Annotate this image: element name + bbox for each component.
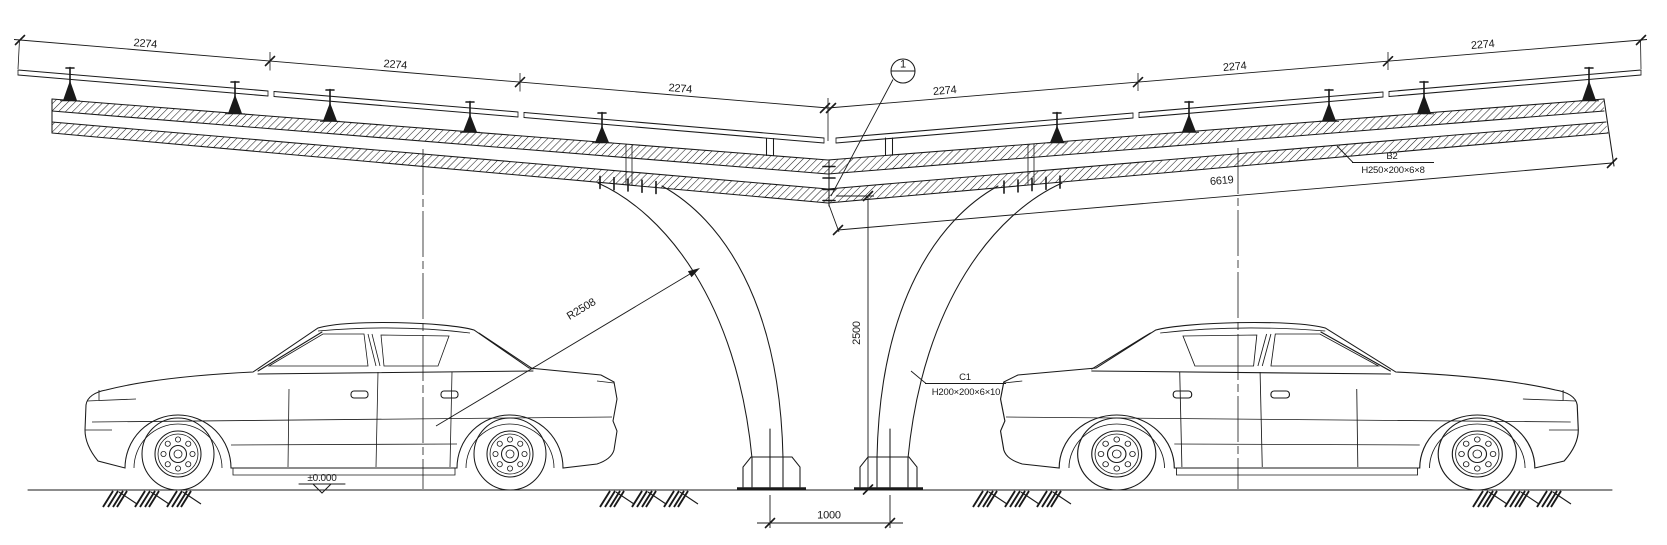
beam-end-face-right bbox=[1603, 98, 1615, 167]
beam-inner-line-a bbox=[51, 110, 1605, 175]
column-arm-left-inner bbox=[661, 185, 784, 488]
dim-r2508: R2508 bbox=[565, 296, 598, 323]
beam-tag: B2 bbox=[1386, 151, 1397, 162]
level-value: ±0.000 bbox=[307, 473, 337, 484]
clear-height-dimension: 2500 bbox=[836, 190, 874, 495]
base-spacing-dimension: 1000 bbox=[757, 495, 903, 529]
dim-2274-2: 2274 bbox=[383, 58, 408, 72]
detail-bubble: 1 bbox=[830, 58, 916, 197]
beam-spec: H250×200×6×8 bbox=[1361, 165, 1424, 176]
anchor-rods bbox=[769, 428, 891, 488]
base-plate-right bbox=[859, 456, 918, 488]
column-tag: C1 bbox=[959, 372, 971, 383]
base-plate-left bbox=[742, 456, 801, 488]
beam-bottom-flange-left bbox=[52, 122, 828, 203]
dim-2500: 2500 bbox=[851, 321, 863, 345]
beam-top-flange-right bbox=[828, 99, 1604, 174]
beam-bottom-edge bbox=[51, 132, 1609, 204]
dim-1000: 1000 bbox=[817, 510, 841, 522]
wing-length-dimension: 6619 bbox=[828, 157, 1618, 236]
dim-2274-6: 2274 bbox=[1470, 38, 1495, 52]
y-column-assembly bbox=[597, 182, 1063, 490]
column-arm-left-outer bbox=[597, 182, 753, 488]
beam-label-b2: B2 H250×200×6×8 bbox=[1336, 145, 1434, 176]
column-spec: H200×200×6×10 bbox=[932, 387, 1000, 398]
column-label-c1: C1 H200×200×6×10 bbox=[910, 370, 1006, 398]
dim-2274-3: 2274 bbox=[668, 82, 693, 96]
solar-panel-rail bbox=[17, 69, 1642, 144]
beam-top-edge bbox=[51, 98, 1605, 161]
detail-number: 1 bbox=[900, 59, 906, 71]
column-arm-right-outer bbox=[907, 182, 1063, 488]
beam-bottom-flange-right bbox=[828, 122, 1608, 203]
beam-top-flange-left bbox=[52, 99, 828, 174]
ground-level-marker: ±0.000 bbox=[298, 473, 346, 494]
car-left bbox=[85, 322, 617, 490]
reference-centerlines bbox=[422, 148, 1239, 489]
car-right bbox=[1001, 322, 1579, 490]
apex-splice-bolts bbox=[822, 160, 836, 207]
arm-bolt-row-left bbox=[599, 175, 657, 195]
panel-clamps bbox=[60, 66, 1599, 157]
dim-2274-5: 2274 bbox=[1222, 60, 1247, 74]
top-dimension-chain: 2274 2274 2274 2274 2274 2274 bbox=[13, 34, 1648, 141]
dim-2274-1: 2274 bbox=[133, 37, 158, 51]
dim-6619: 6619 bbox=[1209, 174, 1234, 188]
arm-bolt-row-right bbox=[1003, 175, 1061, 194]
column-arm-right-inner bbox=[876, 185, 999, 488]
arm-radius-callout: R2508 bbox=[435, 268, 700, 427]
dim-2274-4: 2274 bbox=[932, 84, 957, 98]
beam-stiffeners bbox=[625, 143, 1035, 186]
canopy-roof-assembly bbox=[17, 66, 1642, 207]
